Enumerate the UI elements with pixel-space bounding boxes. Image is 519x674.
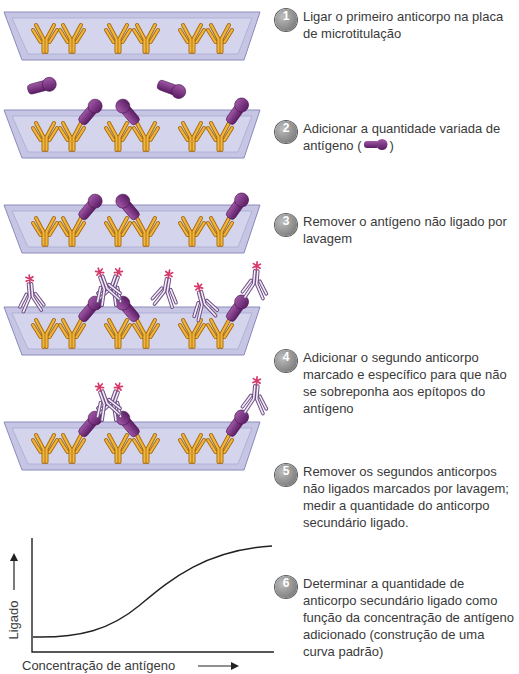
capture-antibody (134, 320, 158, 347)
capture-antibody (60, 218, 84, 245)
step-text: Ligar o primeiro anticorpo na placa de m… (303, 9, 503, 41)
labeled-antibody (151, 268, 181, 308)
standard-curve-graph (10, 538, 274, 670)
step-text: ) (390, 138, 394, 153)
capture-antibody (134, 123, 158, 150)
capture-antibody (60, 320, 84, 347)
antigen (223, 190, 251, 222)
step-number: 2 (275, 121, 297, 135)
sigmoid-curve (33, 546, 272, 637)
antigen (223, 407, 251, 439)
antigen (223, 292, 251, 324)
antigen (76, 191, 105, 222)
capture-antibody (208, 25, 232, 52)
labeled-antibody (186, 280, 218, 321)
capture-antibody (106, 320, 130, 347)
capture-antibody (60, 435, 84, 462)
axis-arrow (198, 665, 236, 666)
capture-antibody (208, 123, 232, 150)
step-text: Remover o antígeno não ligado por lavage… (303, 214, 507, 246)
step-description: Adicionar a quantidade variada de antíge… (303, 120, 519, 154)
microtiter-well (4, 76, 260, 158)
step-description: Ligar o primeiro anticorpo na placa de m… (303, 8, 519, 42)
capture-antibody (180, 435, 204, 462)
capture-antibody (134, 218, 158, 245)
microtiter-well (4, 12, 260, 60)
capture-antibody (106, 435, 130, 462)
microtiter-well (4, 376, 269, 470)
step-text: Adicionar a quantidade variada de antíge… (303, 121, 500, 153)
capture-antibody (180, 320, 204, 347)
labeled-antibody (87, 264, 122, 306)
antigen (223, 95, 251, 127)
step-circle: 2Adicionar a quantidade variada de antíg… (275, 121, 297, 143)
axis-arrowhead (231, 662, 239, 670)
step-circle: 6Determinar a quantidade de anticorpo se… (275, 576, 297, 598)
capture-antibody (180, 123, 204, 150)
capture-antibody (106, 218, 130, 245)
step-circle: 5Remover os segundos anticorpos não liga… (275, 464, 297, 486)
step-description: Determinar a quantidade de anticorpo sec… (303, 575, 519, 660)
axis-label: Concentração de antígeno (22, 658, 202, 674)
capture-antibody (208, 320, 232, 347)
capture-antibody (134, 435, 158, 462)
step-circle: 3Remover o antígeno não ligado por lavag… (275, 214, 297, 236)
microtiter-well (4, 190, 260, 253)
antigen (156, 77, 188, 100)
step-description: Remover os segundos anticorpos não ligad… (303, 463, 519, 531)
antigen (26, 76, 58, 97)
axis-arrowhead (10, 553, 18, 561)
step-circle: 1Ligar o primeiro anticorpo na placa de … (275, 9, 297, 31)
capture-antibody (134, 25, 158, 52)
step-number: 3 (275, 214, 297, 228)
capture-antibody (33, 25, 57, 52)
graph-axes (32, 538, 274, 652)
antigen (113, 191, 142, 222)
labeled-antibody (242, 261, 269, 299)
axis-label: Ligado (6, 595, 22, 645)
labeled-antibody (17, 274, 44, 312)
microtiter-well (4, 261, 269, 355)
capture-antibody (180, 25, 204, 52)
well-shape (4, 12, 260, 60)
antigen-icon (363, 138, 389, 151)
step-description: Adicionar o segundo anticorpo marcado e … (303, 349, 519, 417)
capture-antibody (180, 218, 204, 245)
step-number: 1 (275, 9, 297, 23)
axis-arrow (13, 556, 14, 590)
capture-antibody (33, 435, 57, 462)
capture-antibody (60, 25, 84, 52)
capture-antibody (33, 320, 57, 347)
capture-antibody (60, 123, 84, 150)
step-description: Remover o antígeno não ligado por lavage… (303, 213, 519, 247)
labeled-antibody (87, 379, 122, 421)
step-text: Determinar a quantidade de anticorpo sec… (303, 576, 514, 659)
capture-antibody (208, 435, 232, 462)
capture-antibody (33, 123, 57, 150)
labeled-antibody (242, 376, 269, 414)
antigen-head (376, 139, 387, 150)
step-circle: 4Adicionar o segundo anticorpo marcado e… (275, 350, 297, 372)
step-text: Adicionar o segundo anticorpo marcado e … (303, 350, 507, 416)
capture-antibody (106, 25, 130, 52)
step-text: Remover os segundos anticorpos não ligad… (303, 464, 509, 530)
step-number: 4 (275, 350, 297, 364)
capture-antibody (33, 218, 57, 245)
capture-antibody (208, 218, 232, 245)
capture-antibody (106, 123, 130, 150)
antigen (113, 96, 142, 127)
step-number: 6 (275, 576, 297, 590)
step-number: 5 (275, 464, 297, 478)
antigen (76, 96, 105, 127)
